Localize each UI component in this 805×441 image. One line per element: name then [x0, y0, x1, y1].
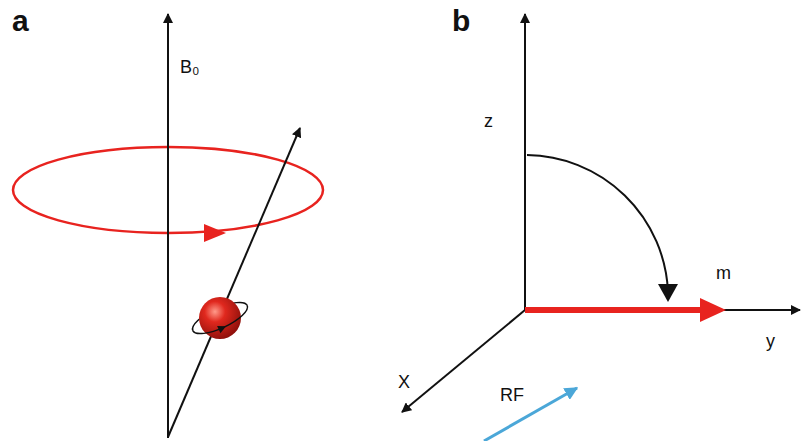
magnetization-vector — [525, 307, 704, 313]
axis-label: X — [398, 373, 410, 391]
spin-vector — [168, 128, 300, 437]
vector-label: m — [716, 264, 731, 282]
axis-label: B₀ — [180, 58, 199, 76]
spin-rotation-front — [193, 305, 253, 343]
x-axis — [402, 310, 525, 412]
rf-pulse-arrow — [484, 388, 577, 441]
signal-label: RF — [500, 386, 524, 404]
axis-label: y — [766, 332, 775, 350]
field-axis — [167, 14, 169, 438]
axis-label: z — [484, 112, 493, 130]
panel-letter: a — [12, 6, 29, 36]
z-axis — [524, 14, 526, 310]
magnetization-head — [700, 298, 726, 322]
panel-letter: b — [452, 6, 470, 36]
flip-arrowhead — [658, 284, 678, 302]
precession-arrow — [204, 224, 226, 242]
y-axis — [525, 309, 800, 311]
flip-arc — [527, 155, 668, 292]
